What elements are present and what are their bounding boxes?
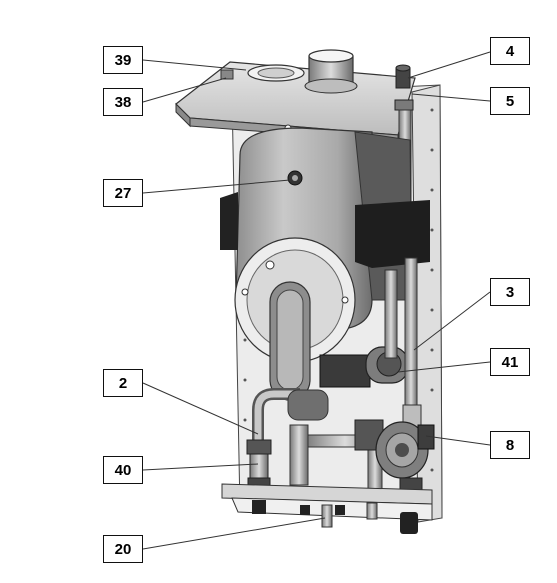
leader-lines (142, 51, 491, 550)
leader-41 (397, 361, 491, 373)
circulating-pump (354, 419, 435, 479)
callout-20: 20 (103, 535, 143, 563)
leader-8 (425, 435, 491, 446)
callout-39: 39 (103, 46, 143, 74)
callout-38: 38 (103, 88, 143, 116)
callout-5: 5 (490, 87, 530, 115)
leader-4 (407, 51, 491, 79)
burner-door (234, 237, 356, 401)
callout-2: 2 (103, 369, 143, 397)
callout-8: 8 (490, 431, 530, 459)
heat-exchanger (220, 127, 430, 331)
callout-40: 40 (103, 456, 143, 484)
callout-41: 41 (490, 348, 530, 376)
callout-3: 3 (490, 278, 530, 306)
leader-5 (411, 93, 491, 102)
leader-2 (142, 382, 259, 435)
callout-4: 4 (490, 37, 530, 65)
leader-39 (142, 59, 247, 71)
callout-27: 27 (103, 179, 143, 207)
leader-40 (142, 463, 259, 471)
bottom-tray (221, 483, 433, 534)
flue-outlet (304, 49, 358, 94)
leader-27 (142, 179, 291, 194)
leader-38 (142, 77, 227, 103)
leader-20 (142, 517, 326, 550)
leader-3 (413, 291, 491, 351)
